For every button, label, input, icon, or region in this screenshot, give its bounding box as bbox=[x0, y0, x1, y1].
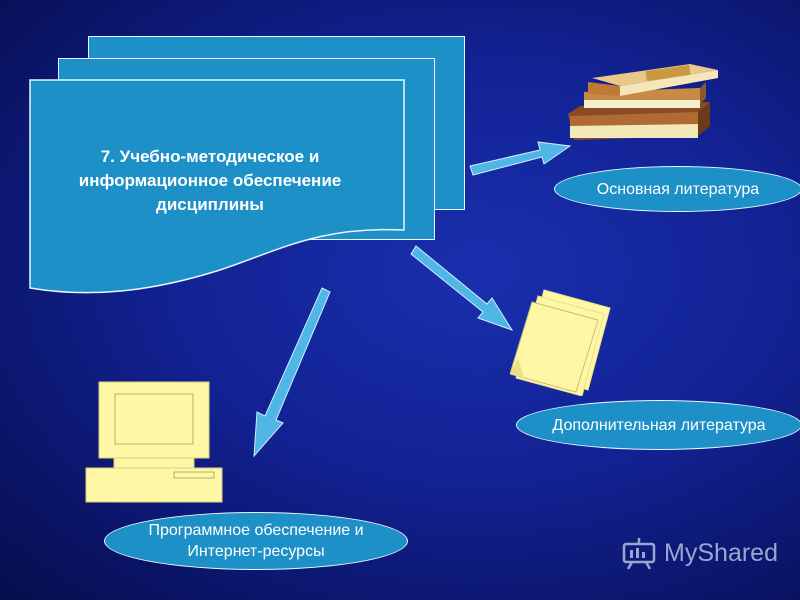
diagram-title: 7. Учебно-методическое и информационное … bbox=[78, 147, 342, 214]
myshared-logo-icon bbox=[622, 538, 656, 570]
arrow-down-right bbox=[410, 245, 514, 331]
arrow-right-up bbox=[469, 141, 572, 176]
myshared-text: MyShared bbox=[664, 538, 778, 567]
additional-literature-oval: Дополнительная литература bbox=[516, 400, 800, 450]
myshared-watermark: MyShared bbox=[622, 536, 778, 570]
documents-icon bbox=[510, 289, 611, 396]
computer-icon bbox=[85, 381, 223, 503]
software-oval-label: Программное обеспечение и Интернет-ресур… bbox=[148, 522, 364, 560]
software-oval: Программное обеспечение и Интернет-ресур… bbox=[104, 512, 408, 570]
books-icon bbox=[568, 64, 718, 140]
document-front bbox=[29, 79, 405, 294]
main-literature-oval: Основная литература bbox=[554, 166, 800, 212]
